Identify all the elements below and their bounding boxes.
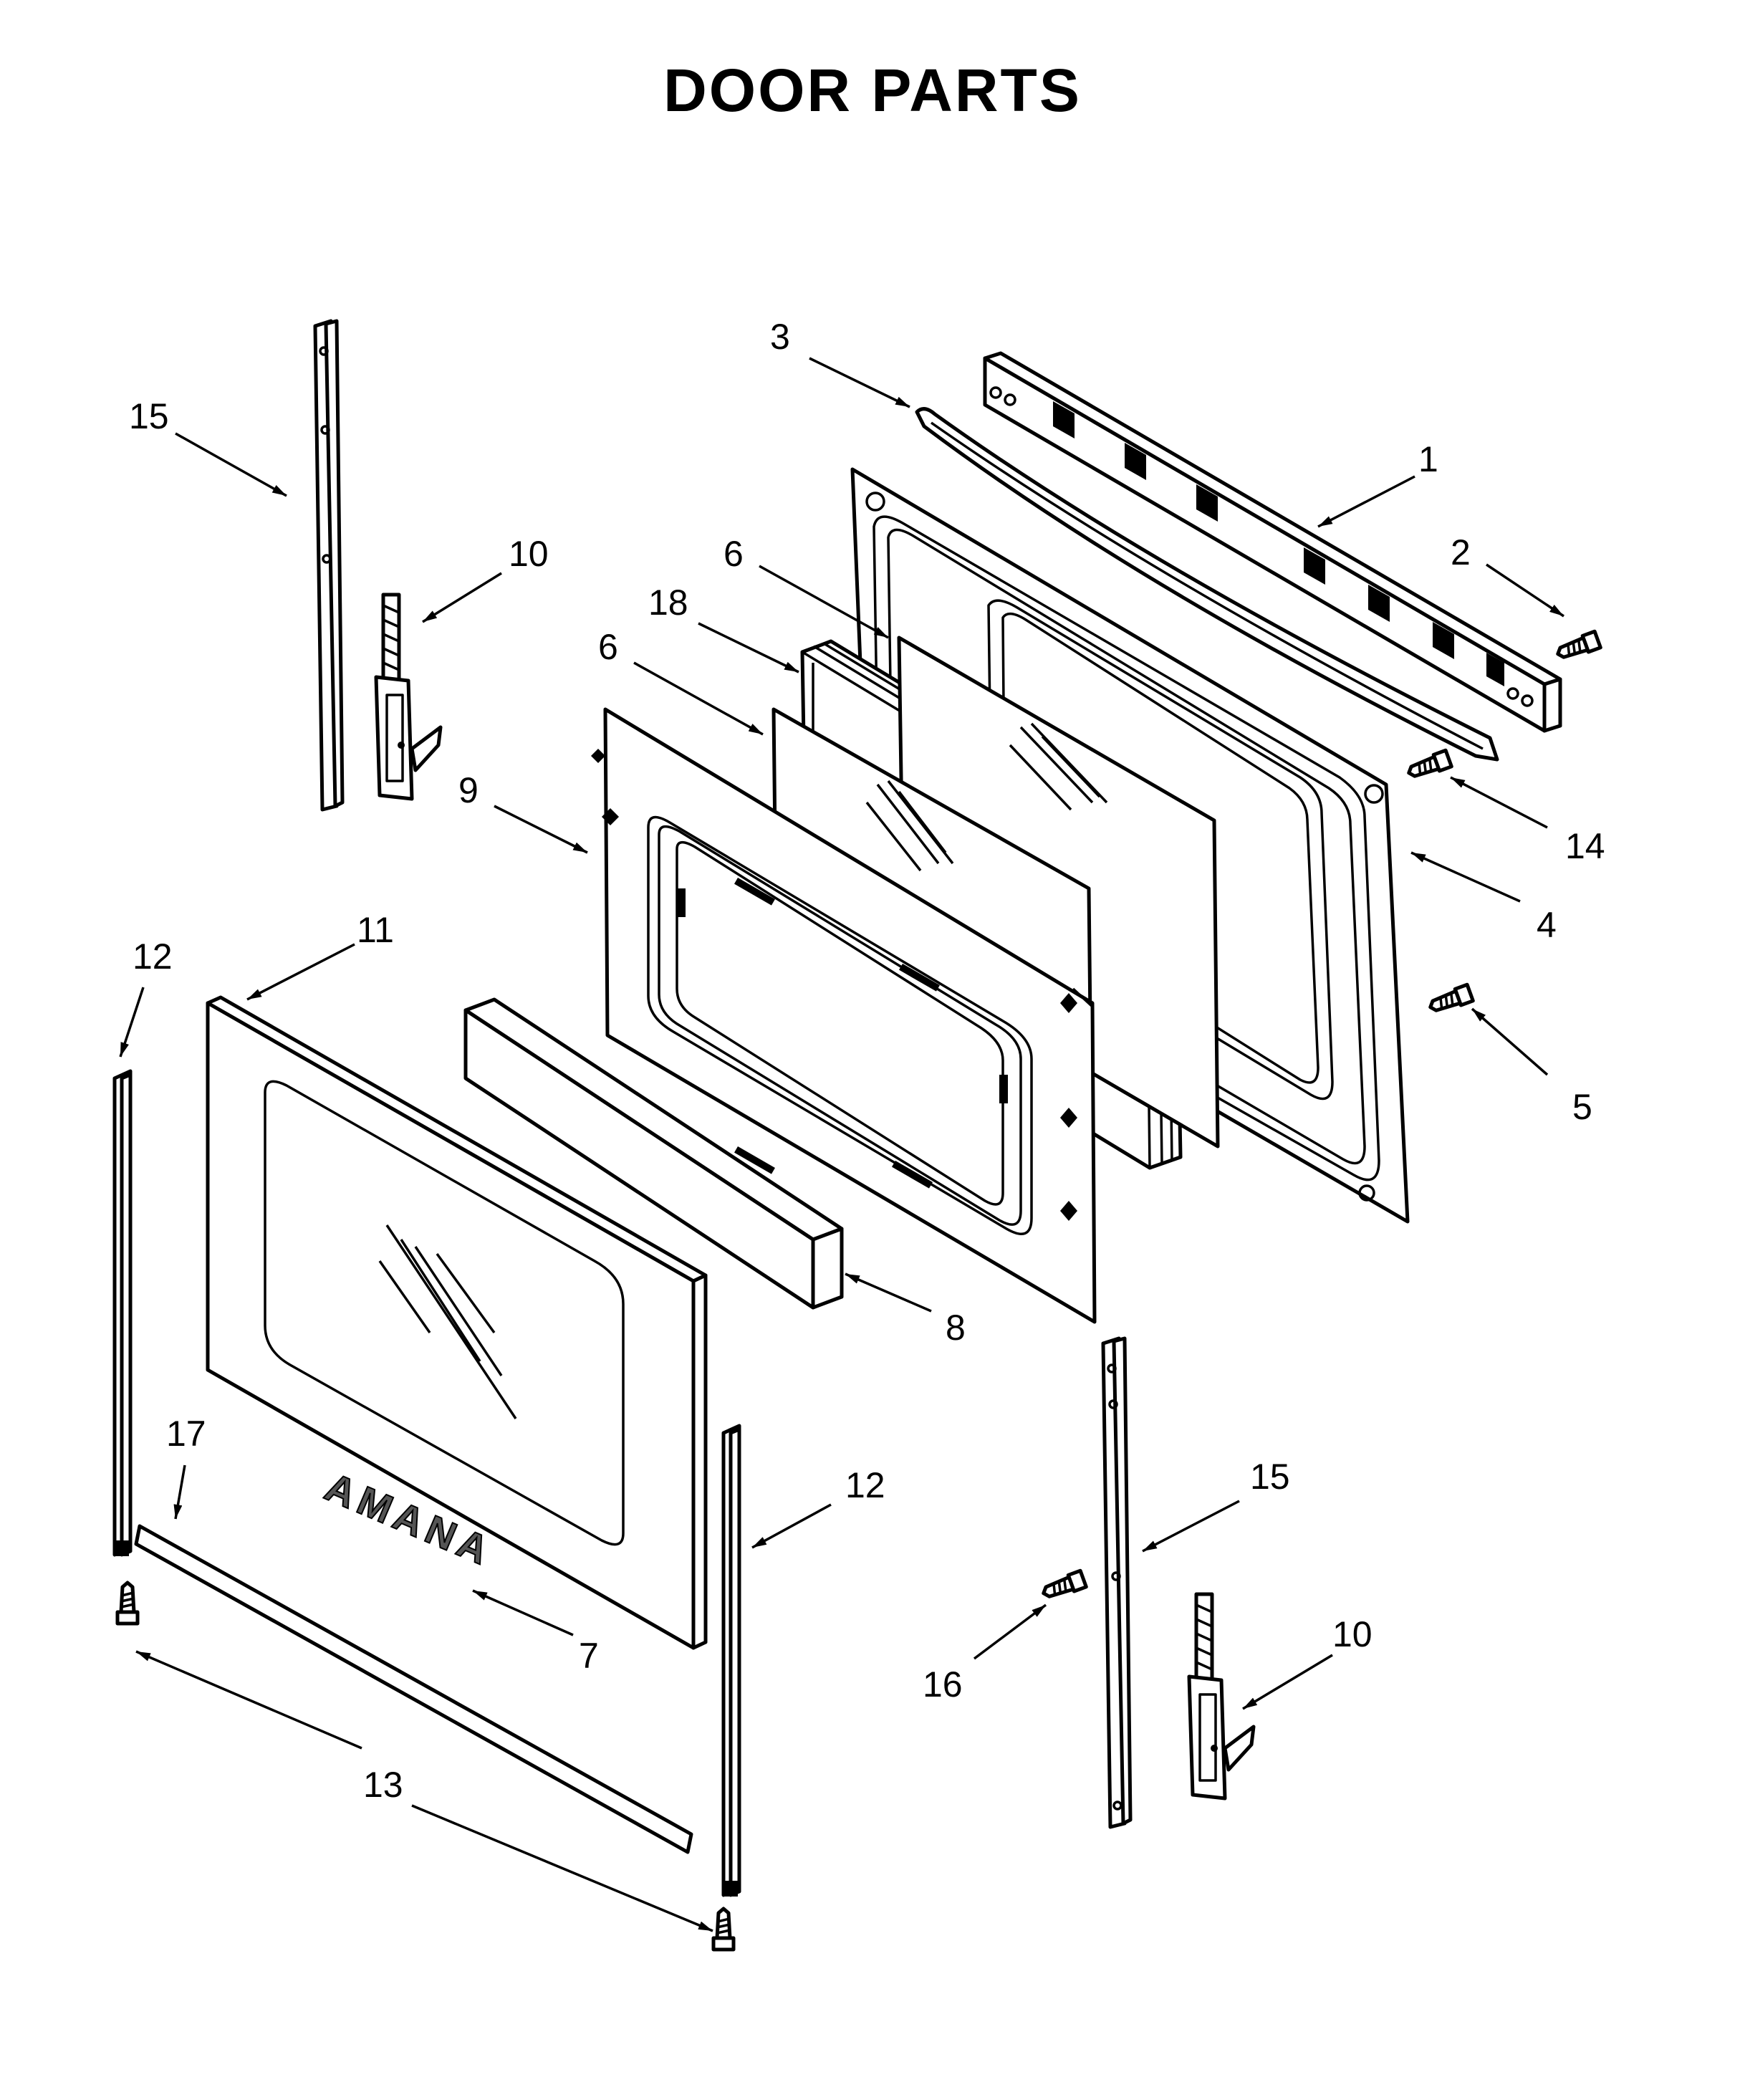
leader-2 [1486, 563, 1564, 618]
callout-9: 9 [458, 770, 479, 810]
leader-14 [1450, 776, 1548, 829]
leader-12b [751, 1503, 832, 1549]
callout-3: 3 [770, 317, 790, 357]
part-5-screw [1428, 982, 1475, 1012]
callout-10b: 10 [1332, 1614, 1373, 1654]
leader-15a [175, 432, 287, 497]
callout-17: 17 [166, 1414, 206, 1454]
part-13-screw-right [711, 1907, 736, 1952]
callout-4: 4 [1537, 905, 1557, 945]
leader-10a [422, 572, 502, 623]
leader-16 [973, 1603, 1047, 1660]
leader-13a [135, 1650, 362, 1750]
diagram-title: DOOR PARTS [663, 57, 1082, 124]
callout-12b: 12 [845, 1465, 885, 1505]
callout-8: 8 [946, 1308, 966, 1348]
part-10-hinge-lower [1187, 1592, 1256, 1801]
callout-1: 1 [1418, 439, 1438, 479]
leader-lines [119, 357, 1564, 1932]
leader-13b [411, 1804, 713, 1932]
part-9-door-liner [591, 707, 1097, 1324]
callout-6b: 6 [598, 627, 618, 667]
callout-12a: 12 [133, 936, 173, 977]
leader-15b [1142, 1500, 1240, 1553]
leader-12a [119, 987, 145, 1058]
callout-13: 13 [363, 1765, 403, 1805]
leader-9 [494, 805, 588, 854]
callout-15b: 15 [1250, 1457, 1290, 1497]
part-13-screw-left [115, 1581, 140, 1626]
leader-8 [845, 1272, 932, 1313]
callout-6a: 6 [724, 534, 744, 574]
callout-18: 18 [648, 582, 688, 623]
leader-11 [246, 943, 355, 1001]
part-8-insulation [463, 997, 844, 1310]
callout-11: 11 [357, 910, 394, 950]
leader-10b [1242, 1654, 1333, 1710]
part-1-vent-trim [983, 351, 1562, 733]
leader-17 [173, 1464, 186, 1520]
part-15-hinge-receptacle-left [313, 319, 345, 812]
leader-4 [1410, 851, 1521, 903]
leader-7 [472, 1589, 574, 1636]
part-11-outer-door [206, 995, 708, 1650]
leader-18 [698, 622, 799, 673]
callout-14: 14 [1565, 826, 1605, 866]
leader-1 [1317, 475, 1415, 528]
leader-6a [759, 565, 889, 639]
part-12-side-trim-right [721, 1424, 741, 1897]
leader-5 [1471, 1007, 1549, 1076]
part-17-bottom-trim [134, 1524, 693, 1854]
callout-10a: 10 [509, 534, 549, 574]
part-3-handle [915, 407, 1499, 762]
callout-15a: 15 [129, 396, 169, 436]
callout-5: 5 [1572, 1087, 1592, 1127]
leader-6b [633, 661, 764, 736]
callout-16: 16 [923, 1664, 963, 1705]
leader-3 [809, 357, 910, 408]
part-14-screw [1407, 748, 1453, 778]
part-12-side-trim-left [112, 1069, 133, 1557]
callout-7: 7 [579, 1636, 599, 1676]
callout-labels: 1 2 3 4 5 6 6 7 8 9 10 10 11 12 12 13 14… [129, 317, 1605, 1805]
part-2-screw [1556, 629, 1602, 659]
part-16-screw [1042, 1568, 1088, 1598]
part-15-hinge-receptacle-right [1101, 1336, 1133, 1829]
callout-2: 2 [1451, 532, 1471, 572]
part-10-hinge-upper [374, 593, 443, 801]
